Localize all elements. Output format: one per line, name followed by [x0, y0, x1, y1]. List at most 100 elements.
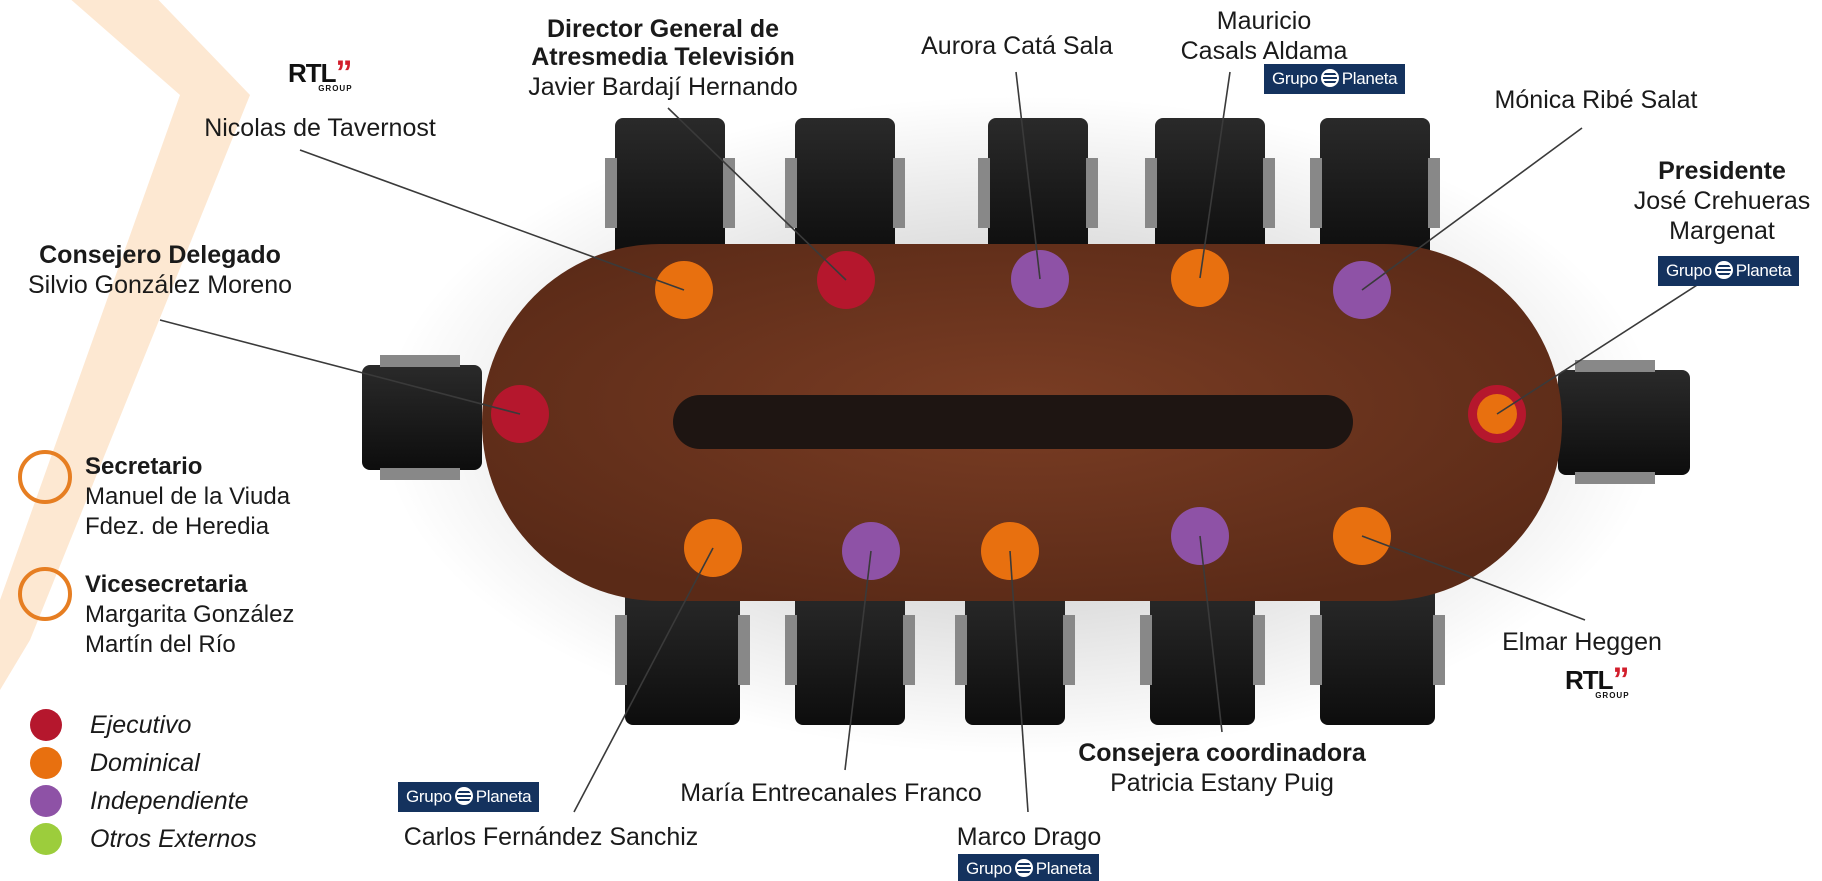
- member-name: Silvio González Moreno: [27, 271, 293, 299]
- rtl-logo-quote: ”: [1612, 661, 1630, 699]
- leader-line-tip-estany: [1199, 535, 1205, 565]
- legend-dot: [30, 709, 62, 741]
- member-name: Javier Bardají Hernando: [528, 73, 798, 101]
- vicesecretaria-ring-icon: [18, 567, 72, 621]
- rtl-logo-text: RTL: [1565, 665, 1614, 695]
- legend-label: Independiente: [90, 786, 249, 815]
- chairs-bottom: [615, 585, 1445, 725]
- rtl-logo-quote: ”: [335, 54, 353, 92]
- member-name: Mónica Ribé Salat: [1494, 86, 1698, 114]
- label-entrecanales: María Entrecanales Franco: [680, 778, 982, 808]
- legend-label: Ejecutivo: [90, 710, 192, 739]
- secretario-role: Secretario: [85, 453, 203, 480]
- member-name: Aurora Catá Sala: [921, 32, 1113, 60]
- legend-dot: [30, 747, 62, 779]
- globe-icon: [454, 787, 473, 805]
- leader-line-fernandez: [573, 547, 714, 813]
- leader-lines: [159, 71, 1709, 813]
- leader-line-tip-fernandez: [698, 547, 714, 575]
- member-name: Margenat: [1669, 217, 1775, 245]
- member-name: Patricia Estany Puig: [1110, 769, 1334, 797]
- vicesecretaria-name: Martín del Río: [85, 631, 236, 658]
- member-name: Carlos Fernández Sanchiz: [403, 823, 699, 851]
- member-role: Consejera coordinadora: [1078, 739, 1366, 767]
- member-name: Elmar Heggen: [1502, 628, 1662, 656]
- globe-icon: [1014, 859, 1033, 877]
- label-crehueras: Presidente José Crehueras Margenat: [1634, 156, 1810, 246]
- vicesecretaria-role: Vicesecretaria: [85, 571, 248, 598]
- legend-item-independiente: Independiente: [30, 785, 248, 817]
- planeta-logo-left: Grupo: [406, 787, 452, 806]
- leader-line-casals: [1199, 71, 1231, 279]
- member-name: Mauricio: [1216, 7, 1312, 35]
- label-bardaji: Director General de Atresmedia Televisió…: [528, 14, 798, 102]
- decorative-chevron: [0, 0, 250, 690]
- secretario-label: Secretario Manuel de la Viuda Fdez. de H…: [85, 452, 290, 542]
- seat-markers: [491, 249, 1526, 580]
- legend-label: Otros Externos: [90, 824, 257, 853]
- vicesecretaria-label: Vicesecretaria Margarita González Martín…: [85, 570, 294, 660]
- secretario-name: Fdez. de Heredia: [85, 513, 270, 540]
- member-role: Director General de: [546, 15, 780, 43]
- chair-right-end: [1558, 360, 1690, 484]
- legend-item-otros-externos: Otros Externos: [30, 823, 257, 855]
- globe-icon: [1714, 261, 1733, 279]
- leader-line-cata: [1015, 71, 1041, 280]
- rtl-logo-group: GROUP: [1595, 691, 1630, 701]
- legend-dot: [30, 785, 62, 817]
- label-drago: Marco Drago: [957, 822, 1102, 852]
- leader-line-tip-drago: [1009, 550, 1013, 580]
- legend-dot: [30, 823, 62, 855]
- planeta-logo-right: Planeta: [1341, 69, 1398, 88]
- planeta-logo-right: Planeta: [475, 787, 532, 806]
- rtl-group-logo: RTL” GROUP: [1565, 663, 1630, 701]
- chairs-top: [605, 118, 1440, 258]
- label-gonzalez: Consejero Delegado Silvio González Moren…: [28, 240, 292, 300]
- leader-line-gonzalez: [159, 319, 521, 415]
- leader-line-bardaji: [667, 107, 847, 281]
- member-name: José Crehueras: [1633, 187, 1811, 215]
- table-center-slot: [673, 395, 1353, 449]
- leader-line-crehueras: [1496, 277, 1709, 415]
- member-name: Marco Drago: [956, 823, 1102, 851]
- secretario-ring-icon: [18, 450, 72, 504]
- planeta-logo-left: Grupo: [1272, 69, 1318, 88]
- leader-line-entrecanales: [844, 550, 872, 771]
- grupo-planeta-logo: Grupo Planeta: [1264, 64, 1406, 94]
- rtl-logo-text: RTL: [288, 58, 337, 88]
- legend-item-dominical: Dominical: [30, 747, 200, 779]
- leader-line-tip-tavernost: [656, 279, 685, 291]
- grupo-planeta-logo: Grupo Planeta: [958, 854, 1100, 881]
- rtl-group-logo: RTL” GROUP: [288, 56, 353, 94]
- member-role: Atresmedia Televisión: [531, 43, 795, 71]
- planeta-logo-right: Planeta: [1735, 261, 1792, 280]
- chair-left-end: [362, 355, 482, 480]
- planeta-logo-right: Planeta: [1035, 859, 1092, 878]
- leader-line-heggen: [1361, 535, 1586, 621]
- member-name: María Entrecanales Franco: [680, 779, 982, 807]
- member-name: Casals Aldama: [1180, 37, 1348, 65]
- leader-line-tip-crehueras: [1496, 397, 1522, 415]
- label-estany: Consejera coordinadora Patricia Estany P…: [1078, 738, 1366, 798]
- leader-line-tip-bardaji: [824, 259, 847, 281]
- leader-line-tip-entrecanales: [866, 550, 872, 580]
- leader-line-drago: [1009, 550, 1029, 813]
- planeta-logo-left: Grupo: [966, 859, 1012, 878]
- vicesecretaria-name: Margarita González: [85, 601, 295, 628]
- label-casals: Mauricio Casals Aldama: [1181, 6, 1348, 66]
- label-tavernost: Nicolas de Tavernost: [204, 113, 436, 143]
- globe-icon: [1320, 69, 1339, 87]
- leader-line-tip-heggen: [1361, 535, 1390, 547]
- rtl-logo-group: GROUP: [318, 84, 353, 94]
- grupo-planeta-logo: Grupo Planeta: [398, 782, 540, 812]
- leader-line-tip-cata: [1035, 250, 1041, 280]
- leader-line-tip-ribe: [1361, 272, 1386, 291]
- label-fernandez: Carlos Fernández Sanchiz: [404, 822, 699, 852]
- legend-label: Dominical: [90, 748, 200, 777]
- legend-item-ejecutivo: Ejecutivo: [30, 709, 191, 741]
- secretario-name: Manuel de la Viuda: [85, 483, 291, 510]
- label-heggen: Elmar Heggen: [1502, 627, 1662, 657]
- leader-line-tavernost: [299, 149, 685, 291]
- member-role: Presidente: [1658, 157, 1786, 185]
